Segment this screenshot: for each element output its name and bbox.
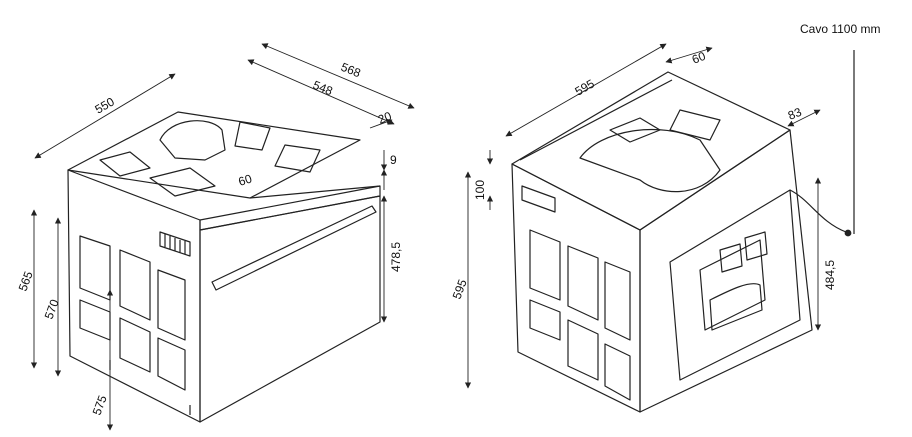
dim-right-cable-offset: 83	[786, 105, 804, 123]
dim-left-depth-door: 575	[90, 393, 110, 417]
dim-right-depth-back: 60	[690, 49, 708, 67]
dim-left-vent: 60	[237, 171, 254, 189]
left-oven-door	[199, 195, 381, 423]
left-oven-side-face	[67, 169, 201, 423]
dim-left-width-inner: 548	[311, 78, 335, 99]
right-oven-top-face	[511, 71, 791, 231]
dim-left-height-outer: 565	[16, 269, 36, 293]
dim-right-back-height: 484,5	[823, 260, 837, 290]
dim-left-width-top: 568	[339, 60, 363, 81]
left-oven-handle	[211, 205, 377, 291]
dim-left-top-offset: 9	[390, 153, 397, 167]
left-oven-dimensions	[30, 43, 415, 431]
right-oven-dimensions	[464, 43, 822, 389]
left-oven-drawing	[67, 111, 381, 423]
cable-length-label: Cavo 1100 mm	[800, 22, 881, 36]
dim-left-door-gap: 20	[376, 109, 394, 127]
right-oven-back-face	[639, 129, 813, 413]
dim-right-rail: 100	[473, 180, 487, 200]
right-oven-drawing	[511, 50, 855, 413]
dim-right-height: 595	[450, 277, 470, 301]
dim-left-height-inner: 570	[42, 297, 62, 321]
dim-left-depth-total: 550	[93, 94, 118, 116]
dim-left-panel-height: 478,5	[389, 242, 403, 272]
